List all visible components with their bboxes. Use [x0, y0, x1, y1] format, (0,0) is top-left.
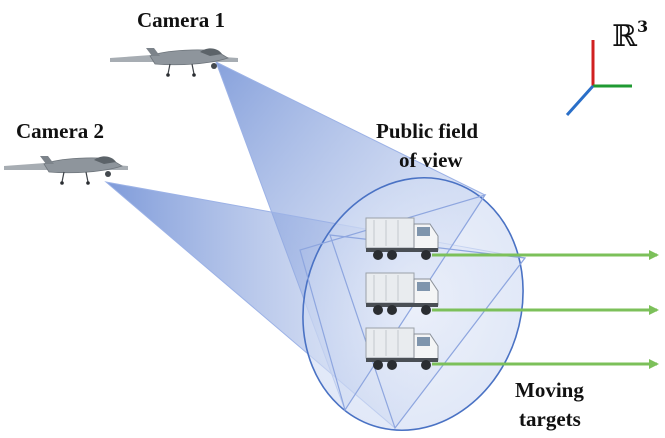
targets-label-line2: targets	[519, 407, 581, 431]
camera2-label: Camera 2	[16, 119, 104, 143]
drone-icon	[4, 156, 128, 185]
fov-label-line2: of view	[399, 148, 463, 172]
truck-icon	[365, 327, 439, 370]
space-symbol-main: ℝ	[612, 19, 638, 54]
truck-icon	[365, 217, 439, 260]
targets-label-line1: Moving	[515, 378, 584, 402]
space-symbol-exponent: 3	[637, 17, 648, 36]
fov-label-line1: Public field	[376, 119, 478, 143]
drone-icon	[110, 48, 238, 77]
space-symbol: ℝ3	[612, 17, 648, 54]
camera1-label: Camera 1	[137, 8, 225, 32]
axes-icon	[565, 40, 632, 117]
truck-icon	[365, 272, 439, 315]
